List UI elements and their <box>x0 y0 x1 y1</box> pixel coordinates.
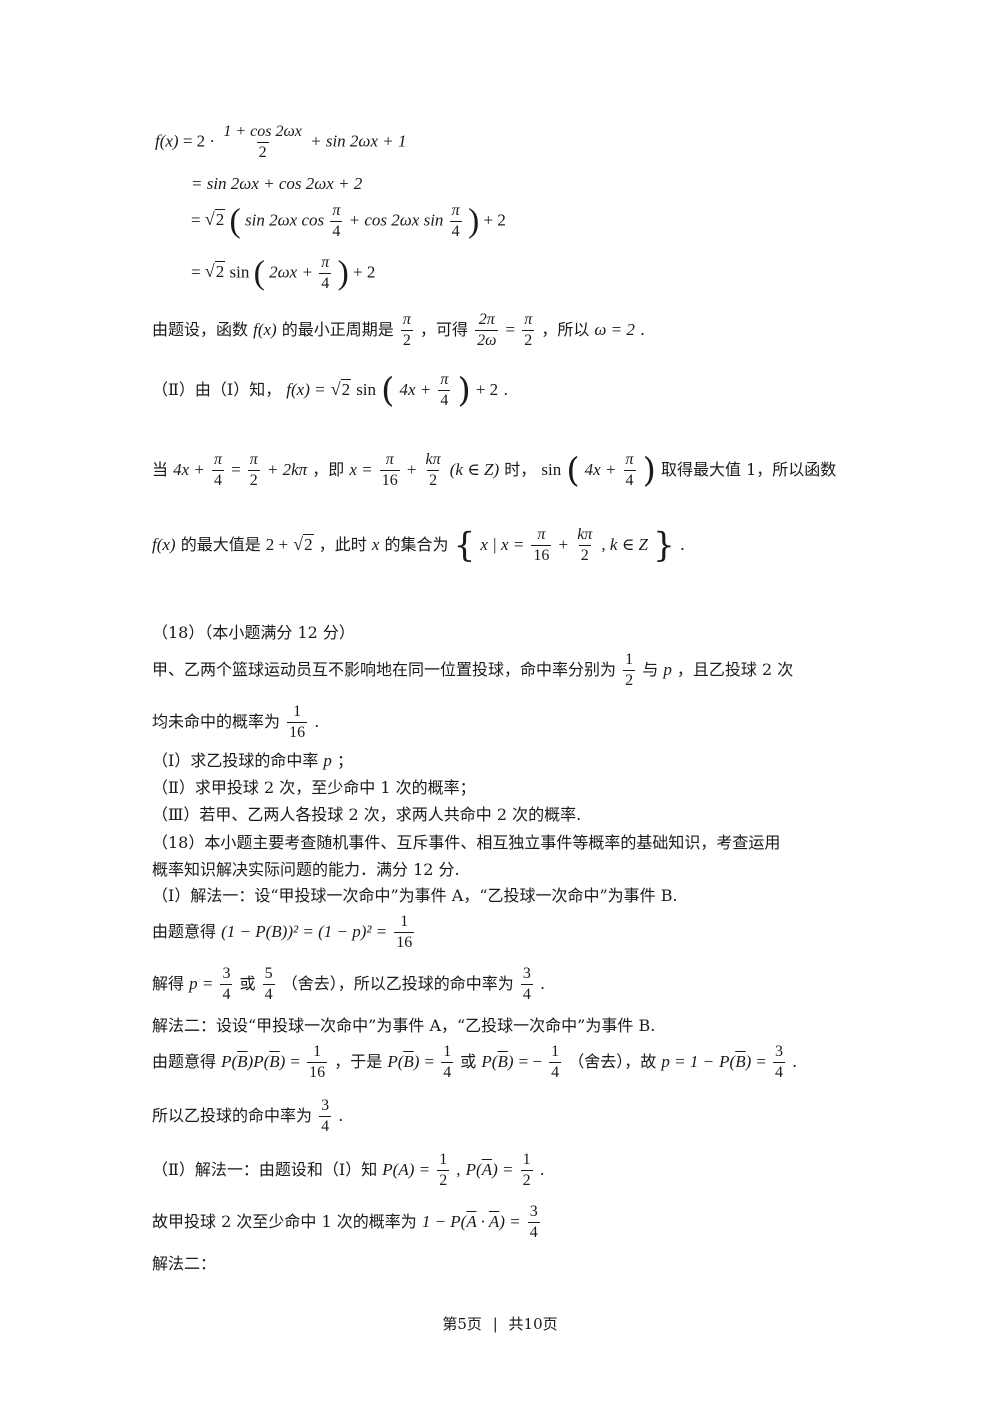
footer-separator: | <box>492 1315 498 1333</box>
sqrt: √2 <box>330 379 352 399</box>
sqrt: √2 <box>293 534 314 554</box>
solution-intro-1: （18）本小题主要考查随机事件、互斥事件、相互独立事件等概率的基础知识，考查运用 <box>152 833 781 852</box>
page-number: 第5页 <box>442 1315 482 1333</box>
page-total: 共10页 <box>508 1315 558 1333</box>
solution-intro-2: 概率知识解决实际问题的能力．满分 12 分. <box>152 860 460 879</box>
page-footer: 第5页 | 共10页 <box>0 1313 1000 1334</box>
max-value-paragraph: f(x) 的最大值是 2 + √2 ，此时 x 的集合为 { x | x = π… <box>152 525 685 566</box>
method-two-part-two: 解法二： <box>152 1254 217 1273</box>
equation-line-2: = sin 2ωx + cos 2ωx + 2 <box>191 174 363 193</box>
sub-question-1: （Ⅰ）求乙投球的命中率 p ； <box>152 751 354 770</box>
sub-question-2: （Ⅱ）求甲投球 2 次，至少命中 1 次的概率； <box>152 778 476 797</box>
method-two-heading: 解法二：设设“甲投球一次命中”为事件 A，“乙投球一次命中”为事件 B. <box>152 1016 656 1035</box>
sub-question-3: （Ⅲ）若甲、乙两人各投球 2 次，求两人共命中 2 次的概率. <box>152 805 582 824</box>
question-title: （18）（本小题满分 12 分） <box>152 623 355 642</box>
method-one-heading: （Ⅰ）解法一：设“甲投球一次命中”为事件 A，“乙投球一次命中”为事件 B. <box>152 886 678 905</box>
sqrt: √2 <box>204 261 226 282</box>
sqrt: √2 <box>204 209 226 230</box>
